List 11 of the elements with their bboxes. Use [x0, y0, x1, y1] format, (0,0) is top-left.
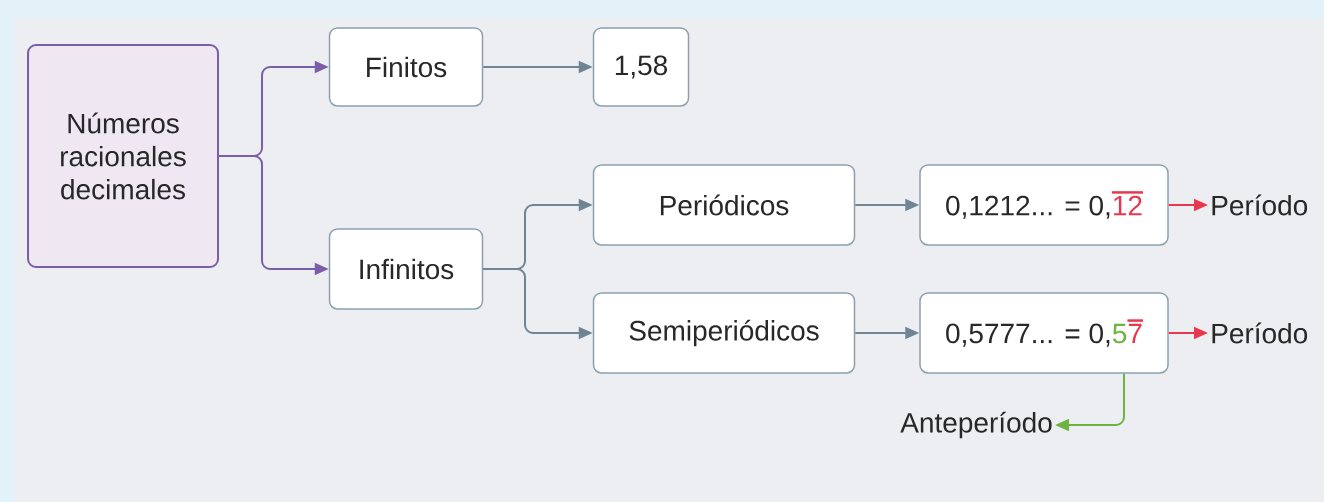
- concept-box: 0,5777... = 0,57: [919, 292, 1169, 374]
- concept-box: Semiperiódicos: [592, 292, 856, 374]
- concept-box: Periódicos: [592, 164, 856, 246]
- preperiod-label: Anteperíodo: [900, 411, 1052, 439]
- period-label: Período: [1212, 194, 1308, 216]
- period-label: Período: [1212, 322, 1308, 344]
- concept-box: Infinitos: [328, 228, 484, 310]
- concept-box: Finitos: [328, 27, 484, 107]
- concept-box: 0,1212... = 0, 12: [919, 164, 1169, 246]
- concept-box: 1,58: [592, 27, 690, 107]
- category-box: Números racionales decimales: [27, 44, 219, 268]
